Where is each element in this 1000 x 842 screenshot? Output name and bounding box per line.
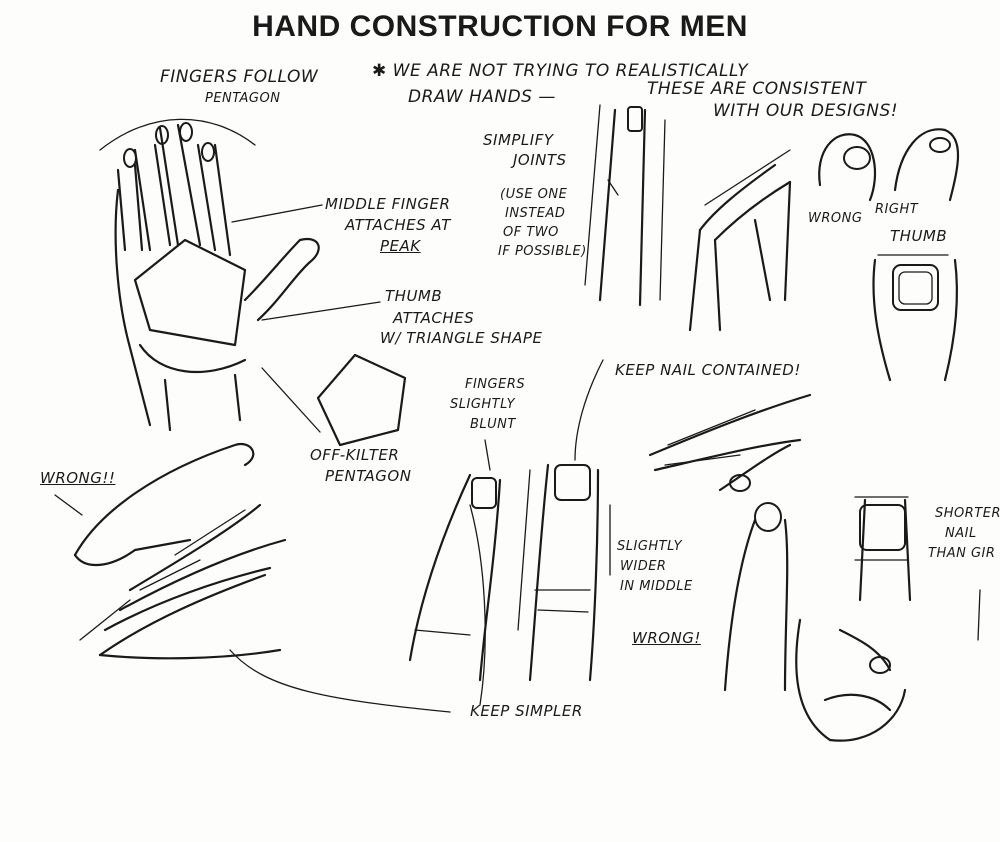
wrong-finger-sketch xyxy=(723,496,912,692)
use-one-label-1: (USE ONE xyxy=(500,187,568,202)
fingers-blunt-label-2: SLIGHTLY xyxy=(450,397,516,412)
keep-simpler-label: KEEP SIMPLER xyxy=(470,702,583,720)
middle-finger-label-3: PEAK xyxy=(380,237,421,255)
wider-middle-label-2: WIDER xyxy=(620,559,667,574)
wider-middle-label-3: IN MIDDLE xyxy=(620,579,693,594)
middle-finger-label-2: ATTACHES AT xyxy=(345,216,451,234)
open-palm-sketch xyxy=(99,118,381,433)
blunt-fingers-sketch xyxy=(408,359,611,706)
disclaimer-line-4: WITH OUR DESIGNS! xyxy=(713,101,899,121)
fingers-blunt-label-1: FINGERS xyxy=(465,377,526,392)
fingers-blunt-label-3: BLUNT xyxy=(470,417,516,432)
disclaimer-line-3: THESE ARE CONSISTENT xyxy=(647,79,867,99)
pentagon-shape xyxy=(316,353,407,447)
thumb-label: THUMB xyxy=(890,227,948,245)
reaching-hand-sketch xyxy=(648,393,812,492)
disclaimer-line-2: DRAW HANDS — xyxy=(408,87,556,107)
use-one-label-2: INSTEAD xyxy=(505,206,566,221)
pentagon-top-label: PENTAGON xyxy=(205,91,281,106)
shorter-nail-label-1: SHORTER xyxy=(935,506,1000,521)
wrong-left-label: WRONG!! xyxy=(40,469,116,487)
shorter-nail-label-3: THAN GIR xyxy=(928,546,996,561)
thumb-attaches-label-1: THUMB xyxy=(385,287,443,305)
middle-finger-label-1: MIDDLE FINGER xyxy=(325,195,451,213)
simplify-label-2: JOINTS xyxy=(513,151,567,169)
side-hand-sketch xyxy=(54,442,451,713)
wrong-finger-label: WRONG! xyxy=(632,629,701,647)
disclaimer-line-1: ✱ WE ARE NOT TRYING TO REALISTICALLY xyxy=(372,61,749,81)
finger-joint-sketches xyxy=(584,104,960,382)
simplify-label-1: SIMPLIFY xyxy=(483,131,554,149)
fist-sketch xyxy=(795,589,981,742)
fingers-follow-label: FINGERS FOLLOW xyxy=(160,67,319,87)
wrong-thumb-label: WRONG xyxy=(808,211,863,226)
wider-middle-label-1: SLIGHTLY xyxy=(617,539,683,554)
thumb-attaches-label-2: ATTACHES xyxy=(393,309,475,327)
off-kilter-label-1: OFF-KILTER xyxy=(310,446,400,464)
off-kilter-label-2: PENTAGON xyxy=(325,467,412,485)
page-title: HAND CONSTRUCTION FOR MEN xyxy=(252,10,748,43)
right-thumb-label: RIGHT xyxy=(875,202,919,217)
keep-nail-contained-label: KEEP NAIL CONTAINED! xyxy=(615,361,801,379)
shorter-nail-label-2: NAIL xyxy=(945,526,977,541)
use-one-label-3: OF TWO xyxy=(503,225,559,240)
thumb-attaches-label-3: W/ TRIANGLE SHAPE xyxy=(380,329,543,347)
use-one-label-4: IF POSSIBLE) xyxy=(498,244,587,259)
